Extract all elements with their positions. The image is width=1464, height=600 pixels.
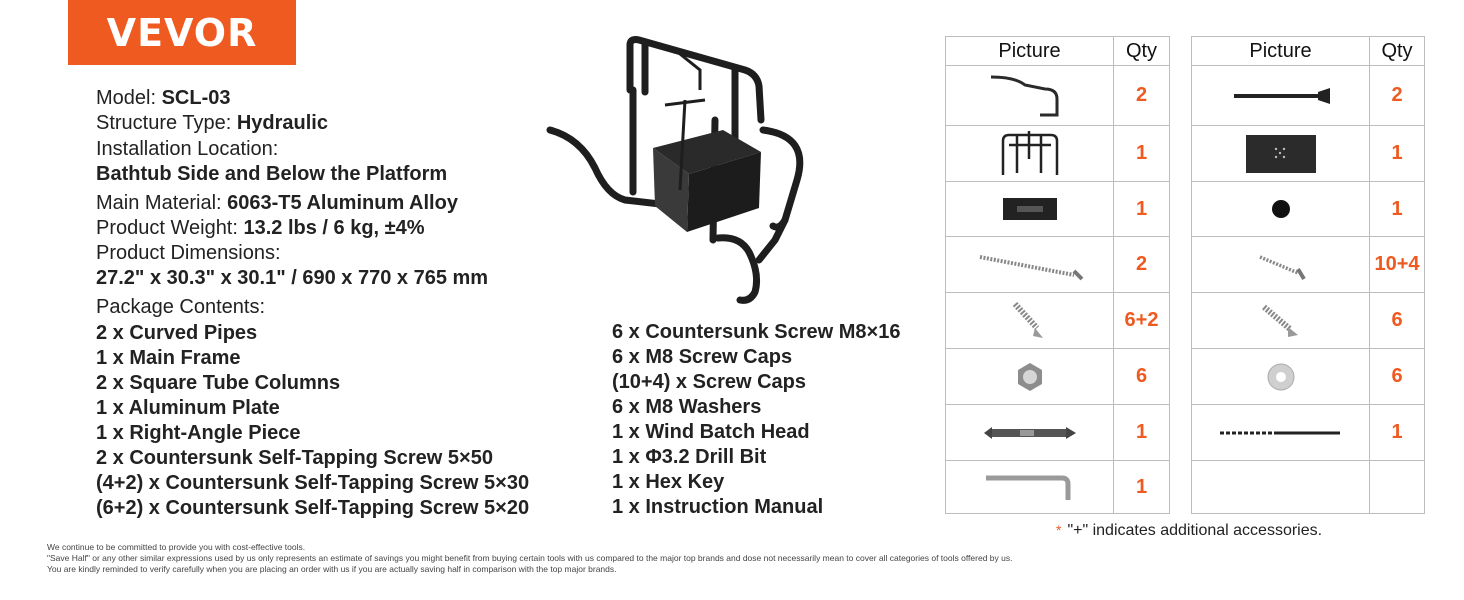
- vevor-logo: VEVOR: [68, 0, 296, 65]
- qty-cell: 1: [1113, 125, 1170, 182]
- qty-cell: 6+2: [1113, 292, 1170, 349]
- list-item: 6 x M8 Washers: [612, 396, 762, 418]
- spec-package-contents: Package Contents:: [96, 296, 265, 318]
- product-image: [546, 36, 804, 304]
- countersunk-screw-icon: [1191, 292, 1370, 349]
- asterisk-icon: *: [1056, 522, 1062, 538]
- table-row: 1 1: [945, 181, 1425, 237]
- table-row: 6+2 6: [945, 292, 1425, 349]
- screw-cap-icon: [1191, 181, 1370, 237]
- list-item: 6 x M8 Screw Caps: [612, 346, 793, 368]
- medium-screw-icon: [1191, 236, 1370, 293]
- spec-model: Model: SCL-03: [96, 87, 231, 109]
- list-item: 1 x Right-Angle Piece: [96, 422, 301, 444]
- accessories-note: *"+" indicates additional accessories.: [1056, 522, 1323, 539]
- qty-cell: [1369, 460, 1425, 514]
- square-tube-column-icon: [1191, 65, 1370, 126]
- qty-cell: 2: [1113, 65, 1170, 126]
- qty-cell: 1: [1113, 460, 1170, 514]
- qty-cell: 1: [1369, 181, 1425, 237]
- disclaimer-line: "Save Half" or any other similar express…: [47, 553, 1013, 563]
- m8-screw-cap-icon: [945, 348, 1114, 405]
- spec-installation-value: Bathtub Side and Below the Platform: [96, 163, 448, 185]
- table-row: 2 2: [945, 65, 1425, 126]
- header-qty-2: Qty: [1369, 36, 1425, 66]
- screwdriver-bit-icon: [945, 404, 1114, 461]
- washer-icon: [1191, 348, 1370, 405]
- drill-bit-icon: [1191, 404, 1370, 461]
- spec-product-dimensions: Product Dimensions:: [96, 242, 281, 264]
- spec-installation-location: Installation Location:: [96, 138, 279, 160]
- spec-structure-type: Structure Type: Hydraulic: [96, 112, 328, 134]
- list-item: 1 x Aluminum Plate: [96, 397, 280, 419]
- disclaimer-line: We continue to be committed to provide y…: [47, 542, 306, 552]
- package-contents-left: 2 x Curved Pipes 1 x Main Frame 2 x Squa…: [96, 321, 529, 521]
- right-angle-piece-icon: [945, 181, 1114, 237]
- disclaimer-line: You are kindly reminded to verify carefu…: [47, 564, 617, 574]
- list-item: 1 x Hex Key: [612, 471, 725, 493]
- qty-cell: 10+4: [1369, 236, 1425, 293]
- spec-dimensions-value: 27.2" x 30.3" x 30.1" / 690 x 770 x 765 …: [96, 267, 489, 289]
- table-row: 1: [945, 460, 1425, 514]
- list-item: 2 x Square Tube Columns: [96, 372, 341, 394]
- list-item: 1 x Main Frame: [96, 347, 241, 369]
- qty-cell: 1: [1113, 181, 1170, 237]
- table-row: 6 6: [945, 348, 1425, 405]
- parts-table: Picture Qty Picture Qty 2 2 1 1 1: [945, 36, 1425, 514]
- list-item: 1 x Wind Batch Head: [612, 421, 810, 443]
- list-item: 1 x Φ3.2 Drill Bit: [612, 446, 767, 468]
- long-screw-icon: [945, 236, 1114, 293]
- qty-cell: 1: [1369, 125, 1425, 182]
- table-row: 1 1: [945, 125, 1425, 182]
- header-picture-2: Picture: [1191, 36, 1370, 66]
- package-contents-right: 6 x Countersunk Screw M8×16 6 x M8 Screw…: [612, 320, 900, 520]
- list-item: (6+2) x Countersunk Self-Tapping Screw 5…: [96, 497, 530, 519]
- qty-cell: 6: [1369, 292, 1425, 349]
- table-row: 2 10+4: [945, 236, 1425, 293]
- qty-cell: 6: [1369, 348, 1425, 405]
- spec-main-material: Main Material: 6063-T5 Aluminum Alloy: [96, 192, 458, 214]
- qty-cell: 2: [1113, 236, 1170, 293]
- table-row: 1 1: [945, 404, 1425, 461]
- table-header: Picture Qty Picture Qty: [945, 36, 1425, 66]
- header-picture: Picture: [945, 36, 1114, 66]
- qty-cell: 6: [1113, 348, 1170, 405]
- main-frame-icon: [945, 125, 1114, 182]
- aluminum-plate-icon: [1191, 125, 1370, 182]
- qty-cell: 1: [1113, 404, 1170, 461]
- list-item: (10+4) x Screw Caps: [612, 371, 806, 393]
- qty-cell: 2: [1369, 65, 1425, 126]
- spec-product-weight: Product Weight: 13.2 lbs / 6 kg, ±4%: [96, 217, 425, 239]
- list-item: (4+2) x Countersunk Self-Tapping Screw 5…: [96, 472, 530, 494]
- list-item: 2 x Countersunk Self-Tapping Screw 5×50: [96, 447, 493, 469]
- empty-cell: [1191, 460, 1370, 514]
- self-tapping-screw-icon: [945, 292, 1114, 349]
- header-qty: Qty: [1113, 36, 1170, 66]
- qty-cell: 1: [1369, 404, 1425, 461]
- curved-pipe-icon: [945, 65, 1114, 126]
- list-item: 1 x Instruction Manual: [612, 496, 824, 518]
- hex-key-icon: [945, 460, 1114, 514]
- list-item: 2 x Curved Pipes: [96, 322, 258, 344]
- disclaimer: We continue to be committed to provide y…: [47, 542, 1012, 575]
- list-item: 6 x Countersunk Screw M8×16: [612, 321, 901, 343]
- brand-name: VEVOR: [106, 10, 258, 55]
